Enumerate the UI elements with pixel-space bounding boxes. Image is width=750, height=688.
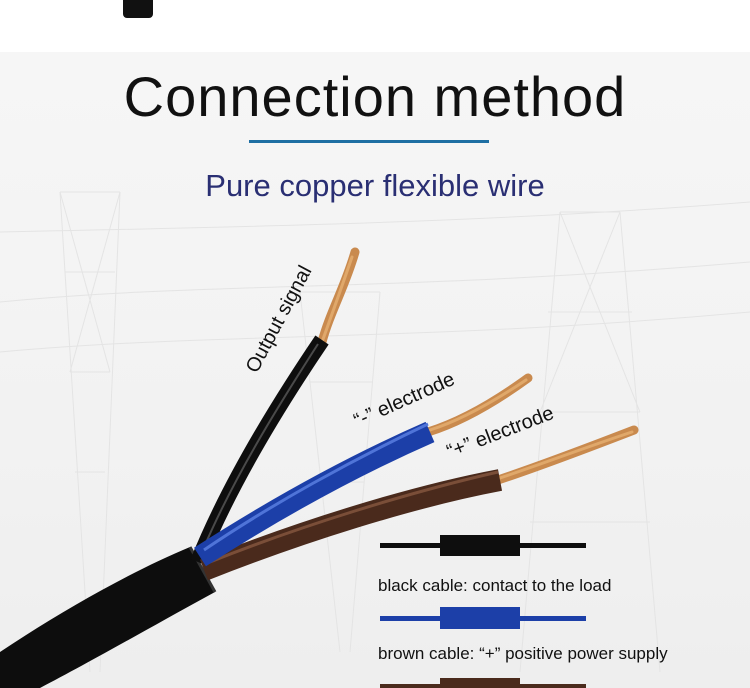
connection-panel: Connection method Pure copper flexible w…: [0, 52, 750, 688]
outer-jacket: [0, 547, 215, 688]
legend-black-text: black cable: contact to the load: [378, 576, 612, 595]
legend-blue-bar: [380, 607, 586, 629]
page-subtitle: Pure copper flexible wire: [205, 168, 545, 203]
legend-brown-text: brown cable: “+” positive power supply: [378, 644, 668, 663]
legend-brown-bar: [380, 678, 586, 688]
title-underline: [249, 140, 489, 143]
page-title: Connection method: [123, 65, 627, 128]
legend-black-bar: [380, 535, 586, 556]
blue-wire: [194, 421, 435, 567]
copper-strands: [317, 247, 639, 485]
cable-end-fragment: [123, 0, 153, 18]
cable-illustration: [0, 247, 639, 688]
brown-wire: [199, 469, 503, 581]
top-strip: [0, 0, 750, 52]
